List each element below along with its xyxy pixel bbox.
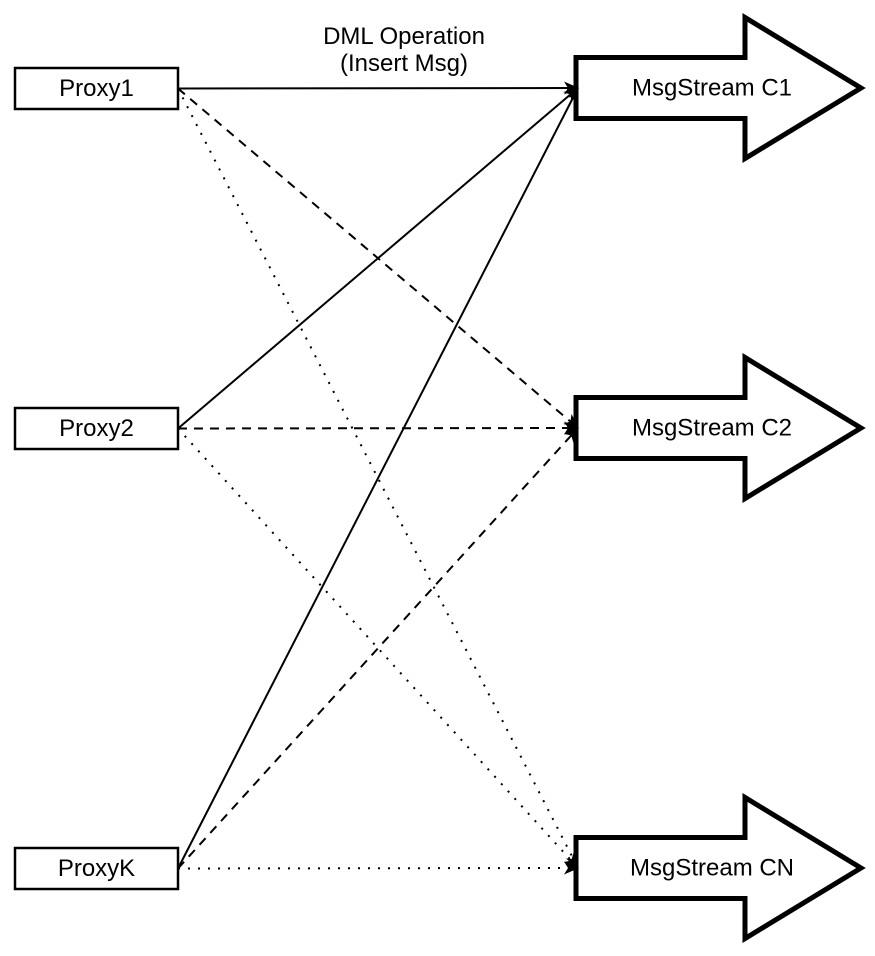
block-arrow-shape xyxy=(573,353,866,503)
title-layer: DML Operation (Insert Msg) xyxy=(323,23,485,77)
proxy-box xyxy=(13,846,180,891)
edge-proxy1-c2-dashed xyxy=(177,87,579,429)
stream-label: MsgStream CN xyxy=(630,855,794,882)
proxy-label: Proxy2 xyxy=(59,415,134,442)
edge-proxy1-cn-dotted xyxy=(177,88,579,869)
edge-proxy2-cn-dotted xyxy=(177,427,579,869)
proxy-label: ProxyK xyxy=(58,855,135,882)
edge-proxy1-c1-solid xyxy=(177,81,579,95)
edge-proxyk-c1-solid xyxy=(177,87,579,869)
stream-node-cn: MsgStream CN xyxy=(573,793,866,943)
stream-node-c1: MsgStream C1 xyxy=(573,13,866,163)
stream-label: MsgStream C2 xyxy=(632,415,792,442)
edges-layer xyxy=(177,81,579,875)
block-arrow-shape xyxy=(573,793,866,943)
edge-label-title-line2: (Insert Msg) xyxy=(340,50,468,77)
proxy-node-proxy2: Proxy2 xyxy=(13,406,180,451)
proxy-box xyxy=(13,406,180,451)
proxy-label: Proxy1 xyxy=(59,75,134,102)
proxy-node-proxy1: Proxy1 xyxy=(13,66,180,111)
stream-label: MsgStream C1 xyxy=(632,75,792,102)
proxy-node-proxyk: ProxyK xyxy=(13,846,180,891)
edge-proxy2-c2-dashed xyxy=(177,421,579,435)
edge-proxyk-cn-dotted xyxy=(177,861,579,875)
edge-proxyk-c2-dashed xyxy=(177,427,579,870)
edge-label-title-line1: DML Operation xyxy=(323,23,485,50)
block-arrow-shape xyxy=(573,13,866,163)
stream-node-c2: MsgStream C2 xyxy=(573,353,866,503)
proxy-box xyxy=(13,66,180,111)
